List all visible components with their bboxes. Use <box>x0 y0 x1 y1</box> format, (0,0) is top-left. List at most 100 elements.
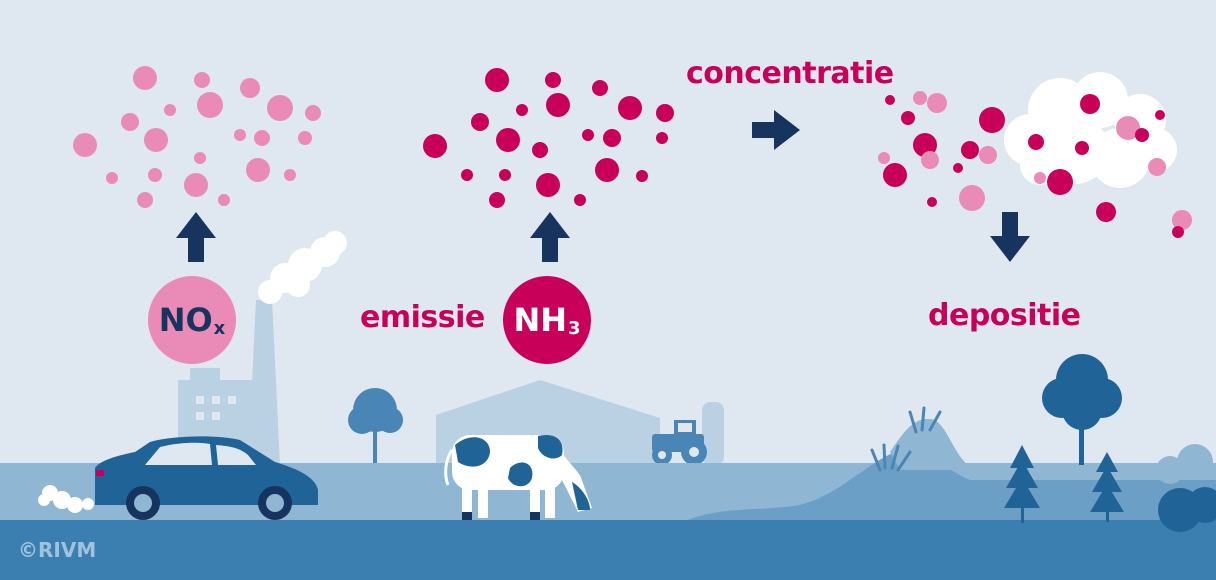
particle <box>1034 172 1046 184</box>
copyright-label: ©RIVM <box>18 538 97 562</box>
particle <box>423 134 447 158</box>
particle <box>927 93 947 113</box>
particle <box>979 107 1005 133</box>
nox-particles <box>73 66 321 208</box>
ground-dark <box>0 520 1216 580</box>
tree-icon <box>1042 354 1122 465</box>
particle <box>246 158 270 182</box>
particle <box>961 141 979 159</box>
particle <box>471 113 489 131</box>
right-arrow-icon <box>752 110 800 150</box>
particle <box>582 129 594 141</box>
nh3-badge-sub: 3 <box>568 317 581 339</box>
particle <box>144 128 168 152</box>
cow-icon <box>444 434 592 520</box>
tree-icon <box>348 388 403 465</box>
particle <box>927 197 937 207</box>
particle <box>254 130 270 146</box>
particle <box>878 152 890 164</box>
particle <box>592 80 608 96</box>
nh3-particles <box>423 68 674 208</box>
particle <box>545 72 561 88</box>
exhaust-icon <box>38 485 94 513</box>
particle <box>636 170 648 182</box>
particle <box>121 113 139 131</box>
particle <box>489 192 505 208</box>
particle <box>913 133 937 157</box>
particle <box>133 66 157 90</box>
smoke-cloud-icon <box>258 231 347 304</box>
particle <box>1155 110 1165 120</box>
particle <box>516 104 528 116</box>
nh3-badge-main: NH <box>513 301 568 339</box>
particle <box>1148 158 1166 176</box>
particle <box>953 163 963 173</box>
particle <box>194 72 210 88</box>
particle <box>164 104 176 116</box>
particle <box>461 169 473 181</box>
particle <box>218 194 230 206</box>
particle <box>298 131 312 145</box>
particle <box>197 92 223 118</box>
particle <box>305 105 321 121</box>
particle <box>595 158 619 182</box>
particle <box>532 142 548 158</box>
particle <box>1172 210 1192 230</box>
particle <box>184 173 208 197</box>
nox-badge-sub: x <box>213 317 226 339</box>
bush-icon <box>1156 444 1216 532</box>
particle <box>485 68 509 92</box>
particle <box>1047 169 1073 195</box>
up-arrow-icon <box>176 212 216 262</box>
particle <box>574 194 586 206</box>
particle <box>656 104 674 122</box>
nox-badge-main: NO <box>158 301 213 339</box>
particle <box>106 172 118 184</box>
particle <box>959 185 985 211</box>
concentration-label: concentratie <box>686 56 894 91</box>
deposition-label: depositie <box>928 298 1081 333</box>
particle <box>499 169 511 181</box>
particle <box>496 128 520 152</box>
particle <box>240 78 260 98</box>
particle <box>267 95 293 121</box>
up-arrow-icon <box>530 212 570 262</box>
particle <box>1096 202 1116 222</box>
down-arrow-icon <box>990 212 1030 262</box>
particle <box>1080 94 1100 114</box>
particle <box>901 111 915 125</box>
particle <box>979 146 997 164</box>
car-icon <box>95 436 318 520</box>
deposition-particles <box>878 91 1192 238</box>
particle <box>1135 128 1149 142</box>
particle <box>284 169 296 181</box>
silo-icon <box>702 402 724 465</box>
dune <box>680 449 1216 523</box>
tractor-icon <box>652 420 707 465</box>
particle <box>921 151 939 169</box>
particle <box>234 129 246 141</box>
particle <box>913 91 927 105</box>
particle <box>1116 116 1140 140</box>
particle <box>1172 226 1184 238</box>
particle <box>148 168 162 182</box>
particle <box>1075 141 1089 155</box>
particle <box>73 133 97 157</box>
particle <box>546 93 570 117</box>
particle <box>1028 134 1044 150</box>
particle <box>656 132 668 144</box>
particle <box>885 95 895 105</box>
particle <box>194 152 206 164</box>
particle <box>883 163 907 187</box>
grass-icon <box>870 406 942 472</box>
particle <box>137 192 153 208</box>
plant-icon <box>1004 445 1124 523</box>
particle <box>618 96 642 120</box>
emission-label: emissie <box>360 300 485 335</box>
particle <box>536 173 560 197</box>
particle <box>603 129 621 147</box>
